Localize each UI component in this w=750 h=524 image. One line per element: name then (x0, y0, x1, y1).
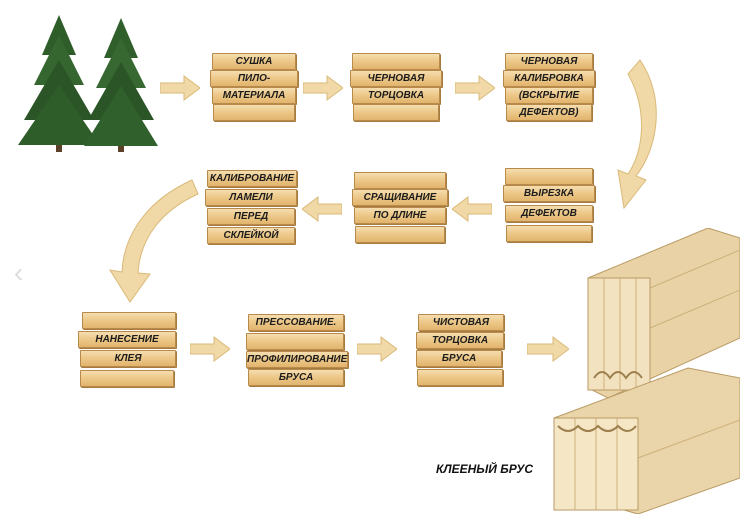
step-length-splicing-plank-bottom (355, 226, 445, 243)
step-rough-calibration-line-3: (ВСКРЫТИЕ (505, 87, 593, 104)
arrow-left-icon (452, 196, 492, 222)
glued-timber-illustration (553, 228, 740, 514)
step-drying-line-2: ПИЛО- (210, 70, 298, 87)
step-final-trimming-line-2: ТОРЦОВКА (416, 332, 504, 349)
step-glue-application-line-2: КЛЕЯ (80, 350, 176, 367)
step-lamella-calibration-line-1: КАЛИБРОВАНИЕ (207, 170, 297, 187)
chevron-left-icon[interactable]: ‹ (14, 257, 24, 288)
arrow-right-icon (357, 336, 397, 362)
step-defect-cutting-plank-bottom (506, 225, 592, 242)
step-rough-trimming-line-1: ЧЕРНОВАЯ (350, 70, 442, 87)
arrow-right-icon (160, 75, 200, 101)
step-rough-calibration-line-1: ЧЕРНОВАЯ (505, 53, 593, 70)
step-rough-calibration-line-4: ДЕФЕКТОВ) (506, 104, 592, 121)
step-glue-application-plank-bottom (80, 370, 174, 387)
step-glue-application-line-1: НАНЕСЕНИЕ (78, 331, 176, 348)
step-rough-trimming-line-2: ТОРЦОВКА (352, 87, 440, 104)
step-lamella-calibration-line-3: ПЕРЕД (207, 208, 295, 225)
step-pressing-profiling-plank-middle (246, 333, 344, 350)
step-defect-cutting-line-2: ДЕФЕКТОВ (505, 205, 593, 222)
arrow-right-icon (190, 336, 230, 362)
step-length-splicing-plank-top (354, 172, 446, 189)
spruce-tree-left (18, 15, 100, 152)
arrow-right-icon (527, 336, 569, 362)
step-drying-line-1: СУШКА (212, 53, 296, 70)
step-rough-calibration-line-2: КАЛИБРОВКА (503, 70, 595, 87)
step-pressing-profiling-line-1: ПРЕССОВАНИЕ. (248, 314, 344, 331)
curved-arrow-down-icon (108, 179, 199, 303)
step-lamella-calibration-line-4: СКЛЕЙКОЙ (207, 227, 295, 244)
arrow-left-icon (302, 196, 342, 222)
step-drying-line-3: МАТЕРИАЛА (212, 87, 296, 104)
step-length-splicing-line-2: ПО ДЛИНЕ (354, 207, 446, 224)
result-caption: КЛЕЕНЫЙ БРУС (436, 462, 534, 476)
step-final-trimming-line-1: ЧИСТОВАЯ (418, 314, 504, 331)
step-defect-cutting-plank-top (505, 168, 593, 185)
step-rough-trimming-plank-top (352, 53, 440, 70)
step-final-trimming-line-3: БРУСА (416, 350, 502, 367)
curved-arrow-down-icon (617, 59, 657, 210)
step-drying-plank (213, 104, 295, 121)
step-glue-application-plank-top (82, 312, 176, 329)
step-pressing-profiling-line-3: БРУСА (248, 369, 344, 386)
arrow-right-icon (455, 75, 495, 101)
step-pressing-profiling-line-2: ПРОФИЛИРОВАНИЕ (246, 351, 348, 368)
step-length-splicing-line-1: СРАЩИВАНИЕ (352, 189, 448, 206)
step-rough-trimming-plank-bottom (353, 104, 439, 121)
step-final-trimming-plank-bottom (417, 369, 503, 386)
spruce-trees-illustration (18, 15, 158, 152)
spruce-tree-right (84, 18, 158, 152)
arrow-right-icon (303, 75, 343, 101)
step-defect-cutting-line-1: ВЫРЕЗКА (503, 185, 595, 202)
step-lamella-calibration-line-2: ЛАМЕЛИ (205, 189, 297, 206)
